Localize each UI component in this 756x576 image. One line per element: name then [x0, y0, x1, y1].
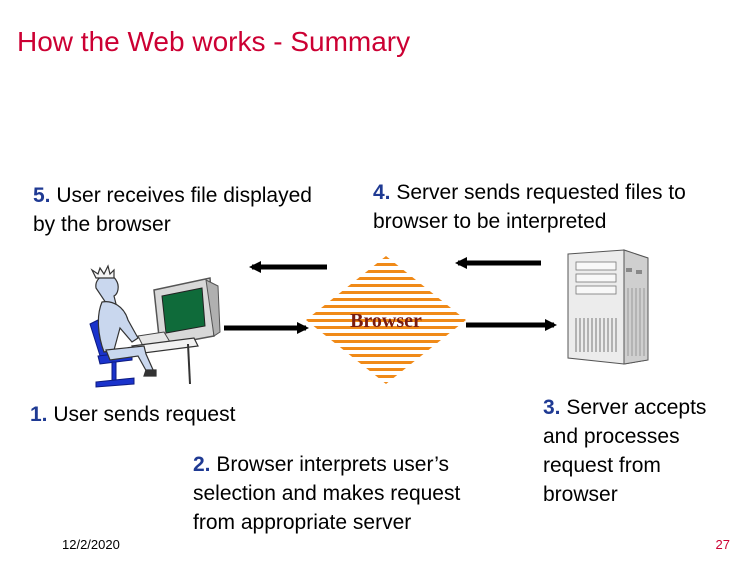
step-3-text: 3. Server accepts and processes request …	[543, 393, 738, 509]
browser-label: Browser	[350, 310, 422, 332]
person-icon	[90, 264, 157, 377]
step-1-label: User sends request	[53, 403, 236, 426]
step-5-label: User receives file displayed by the brow…	[33, 184, 312, 236]
step-1-number: 1.	[30, 403, 48, 426]
step-2-label: Browser interprets user’s selection and …	[193, 453, 461, 534]
monitor-icon	[153, 277, 221, 347]
browser-diamond	[306, 256, 466, 384]
user-at-computer-icon	[89, 264, 221, 388]
slide-date: 12/2/2020	[62, 537, 120, 552]
slide-page-number: 27	[715, 537, 730, 552]
step-2-text: 2. Browser interprets user’s selection a…	[193, 450, 508, 537]
server-tower-icon	[567, 249, 649, 365]
step-5-number: 5.	[33, 184, 51, 207]
slide-title: How the Web works - Summary	[17, 26, 411, 57]
step-4-text: 4. Server sends requested files to brows…	[373, 178, 743, 236]
step-4-number: 4.	[373, 181, 391, 204]
step-2-number: 2.	[193, 453, 211, 476]
step-3-number: 3.	[543, 396, 561, 419]
step-4-label: Server sends requested files to browser …	[373, 181, 686, 233]
browser-stripes	[306, 256, 466, 384]
step-1-text: 1. User sends request	[30, 400, 290, 429]
step-3-label: Server accepts and processes request fro…	[543, 396, 707, 506]
step-5-text: 5. User receives file displayed by the b…	[33, 181, 333, 239]
